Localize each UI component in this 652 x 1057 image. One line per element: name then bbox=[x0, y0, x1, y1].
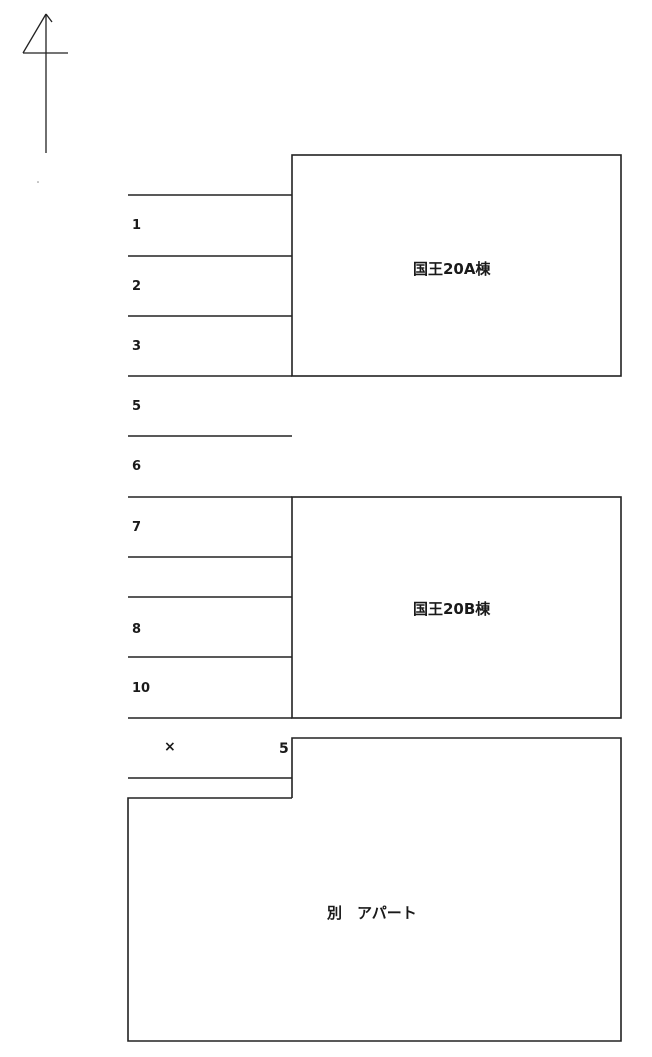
space-label-5: 5 bbox=[132, 399, 142, 414]
building-a-outline bbox=[291, 154, 622, 377]
space-label-10: 10 bbox=[132, 681, 151, 696]
annotation-5: 5 bbox=[279, 741, 289, 757]
space-label-7: 7 bbox=[132, 520, 142, 535]
building-b-outline bbox=[291, 496, 622, 719]
space-label-3: 3 bbox=[132, 339, 142, 354]
north-arrow-icon bbox=[22, 13, 68, 153]
space-label-6: 6 bbox=[132, 459, 142, 474]
space-label-1: 1 bbox=[132, 218, 142, 233]
space-label-2: 2 bbox=[132, 279, 142, 294]
apartment-label: 別 アパート bbox=[327, 904, 417, 922]
building-a-label: 国王20A棟 bbox=[413, 260, 491, 278]
space-label-8: 8 bbox=[132, 622, 142, 637]
space-label-x: × bbox=[164, 739, 176, 755]
apartment-outline bbox=[127, 737, 622, 1042]
building-b-label: 国王20B棟 bbox=[413, 600, 491, 618]
